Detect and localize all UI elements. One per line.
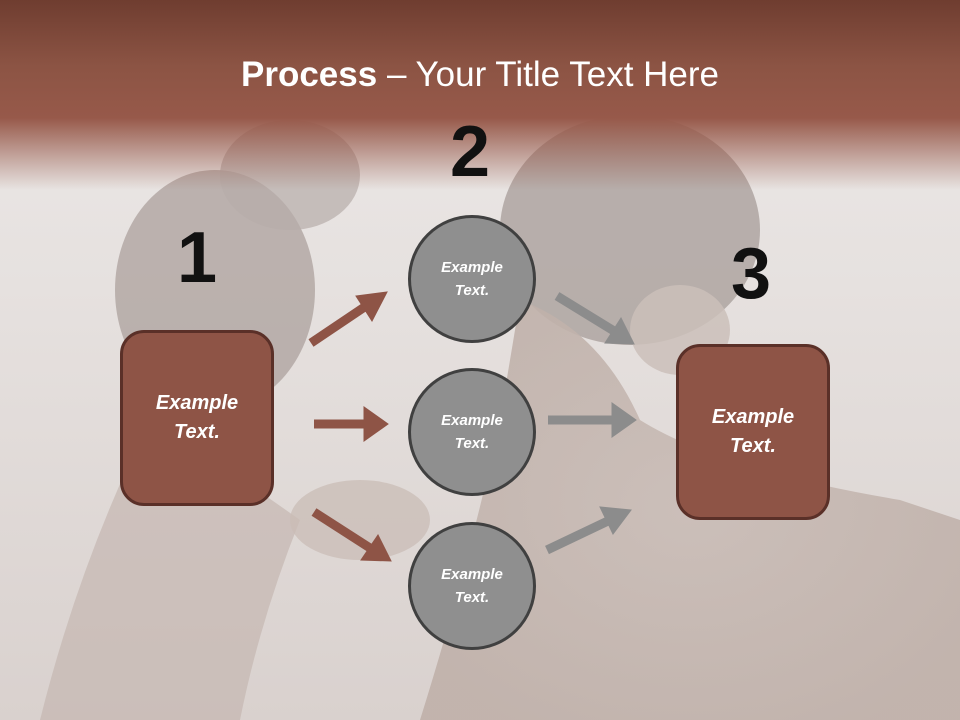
left-box: Example Text. bbox=[120, 330, 274, 506]
arrow-from-circle-3 bbox=[545, 506, 632, 555]
title-bold: Process bbox=[241, 55, 378, 94]
left-box-text: Example Text. bbox=[155, 392, 239, 443]
circle-3-text: Example Text. bbox=[441, 566, 503, 606]
arrow-to-circle-2 bbox=[314, 406, 389, 442]
circle-3: Example Text. bbox=[408, 522, 536, 650]
circle-1-text: Example Text. bbox=[441, 259, 503, 299]
arrow-from-circle-2 bbox=[548, 402, 637, 438]
header-band bbox=[0, 0, 960, 190]
arrow-to-circle-1 bbox=[308, 291, 388, 347]
title-rest: – Your Title Text Here bbox=[377, 55, 719, 94]
step-number-3: 3 bbox=[731, 234, 772, 314]
arrow-to-circle-3 bbox=[311, 508, 392, 562]
arrow-from-circle-1 bbox=[554, 292, 635, 345]
step-number-2: 2 bbox=[450, 112, 491, 192]
circle-1: Example Text. bbox=[408, 215, 536, 343]
right-box-text: Example Text. bbox=[711, 406, 795, 457]
circle-2-text: Example Text. bbox=[441, 412, 503, 452]
step-number-1: 1 bbox=[177, 218, 218, 298]
circle-2: Example Text. bbox=[408, 368, 536, 496]
slide-title: Process – Your Title Text Here bbox=[0, 52, 960, 98]
right-box: Example Text. bbox=[676, 344, 830, 520]
